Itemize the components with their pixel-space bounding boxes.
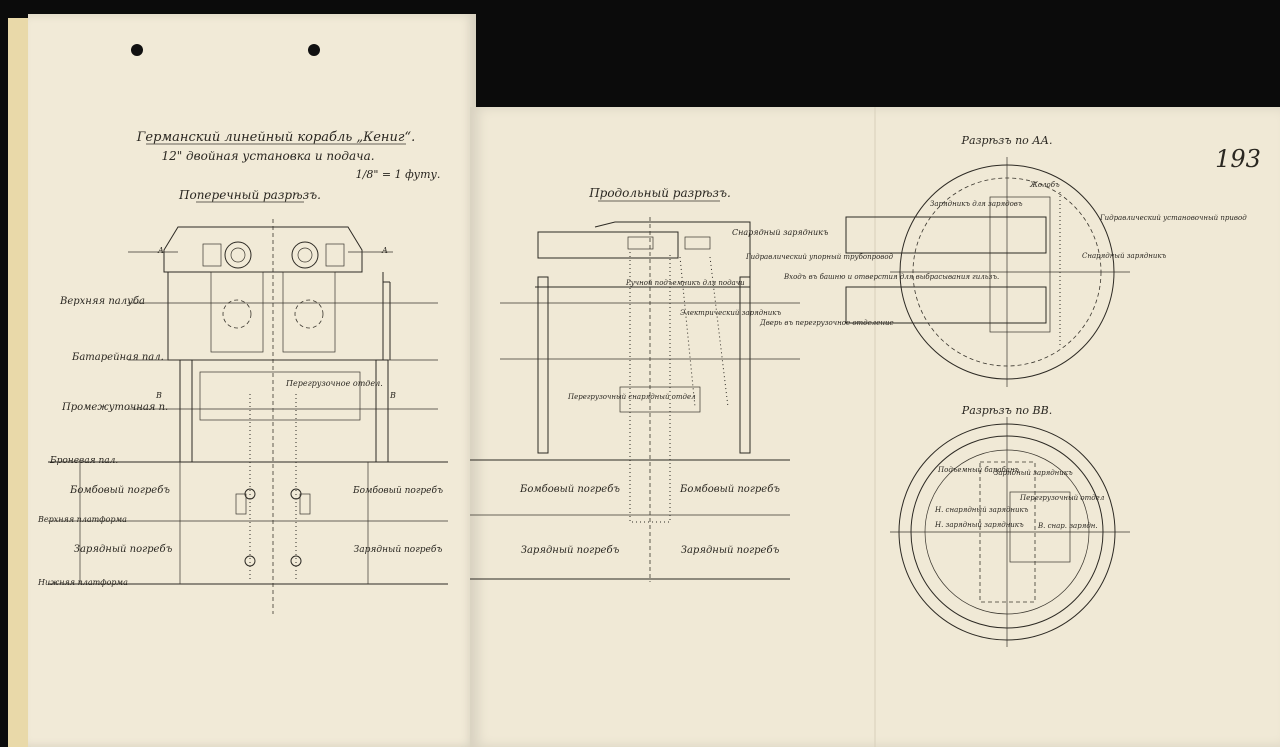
shell-room-long-left: Бомбовый погребъ bbox=[519, 484, 620, 495]
transfer-charge-label: Перегрузочный снарядный отдел bbox=[567, 393, 696, 401]
transfer-compartment: Перегрузочное отдел. bbox=[285, 379, 383, 388]
left-drawing-sheet: Германский линейный корабль „Кениг“. 12"… bbox=[28, 14, 476, 747]
bb-hoist-label: Подъемный барабанъ bbox=[937, 466, 1020, 474]
cross-section-drawing: Германский линейный корабль „Кениг“. 12"… bbox=[37, 44, 448, 614]
chute-label: Жолобъ bbox=[1029, 181, 1060, 189]
charge-room-left: Зарядный погребъ bbox=[74, 544, 173, 555]
turret-housing bbox=[163, 226, 363, 273]
charge-room-long-left: Зарядный погребъ bbox=[521, 545, 620, 556]
hydraulic-pipe-label: Гидравлический упорный трубопровод bbox=[745, 253, 894, 261]
shell-hoist-label: Снарядный зарядникъ bbox=[732, 228, 828, 237]
longitudinal-title: Продольный разрѣзъ. bbox=[588, 186, 731, 200]
label-upper-deck: Верхняя палуба bbox=[59, 296, 145, 307]
entry-note: Входъ въ башню и отверстия для выбрасыва… bbox=[783, 273, 999, 281]
bb-loader-label: Зарядный зарядникъ bbox=[994, 469, 1073, 477]
door-note: Дверь въ перегрузочное отделение bbox=[759, 319, 894, 327]
sheet-title: Германский линейный корабль „Кениг“. bbox=[136, 130, 415, 145]
section-mark-b-left: B bbox=[155, 391, 162, 400]
label-lower-platform: Нижняя платформа bbox=[37, 578, 128, 587]
punch-hole bbox=[131, 44, 143, 56]
punch-hole bbox=[308, 44, 320, 56]
section-bb-title: Разрѣзъ по ВВ. bbox=[961, 404, 1052, 417]
aa-loader-label: Зарядникъ для зарядовъ bbox=[930, 200, 1023, 208]
hydraulic-drive-label: Гидравлический установочный привод bbox=[1099, 214, 1247, 222]
page-number: 193 bbox=[1215, 145, 1261, 173]
longitudinal-and-plan-sections: 193 Продольный разрѣзъ. Снарядный зарядн… bbox=[470, 107, 1261, 747]
section-mark-b-right: B bbox=[389, 391, 396, 400]
cross-section-title: Поперечный разрѣзъ. bbox=[178, 188, 321, 202]
gun-barrel bbox=[537, 231, 679, 259]
sheet-subtitle: 12" двойная установка и подача. bbox=[161, 149, 374, 163]
scale-note: 1/8" = 1 футу. bbox=[356, 168, 441, 181]
barbette bbox=[167, 272, 384, 361]
gun-barrel-aa bbox=[845, 286, 1047, 324]
section-mark-a-left: A bbox=[157, 246, 164, 255]
shell-room-long-right: Бомбовый погребъ bbox=[679, 484, 780, 495]
charge-room-right: Зарядный погребъ bbox=[354, 544, 443, 555]
charge-room-long-right: Зарядный погребъ bbox=[681, 545, 780, 556]
bb-lower-charge-label: Н. зарядный зарядникъ bbox=[934, 521, 1024, 529]
shell-room-right: Бомбовый погребъ bbox=[352, 485, 443, 496]
gun-barrel-aa bbox=[845, 216, 1047, 254]
bb-transfer-label: Перегрузочный отдел bbox=[1019, 494, 1104, 502]
label-armored-deck: Броневая пал. bbox=[49, 456, 118, 466]
manual-hoist-label: Ручной подъемникъ для подачи bbox=[625, 279, 745, 287]
right-drawing-sheet: 193 Продольный разрѣзъ. Снарядный зарядн… bbox=[470, 107, 1280, 747]
electric-hoist-label: Электрический зарядникъ bbox=[680, 309, 781, 317]
shell-room-left: Бомбовый погребъ bbox=[69, 485, 170, 496]
bb-lower-shell-label: Н. снарядный зарядникъ bbox=[934, 506, 1029, 514]
label-upper-platform: Верхняя платформа bbox=[37, 515, 127, 524]
label-battery-deck: Батарейная пал. bbox=[71, 352, 164, 363]
label-middle-deck: Промежуточная п. bbox=[61, 402, 168, 413]
section-mark-a-right: A bbox=[381, 246, 388, 255]
aa-shell-loader-label: Снарядный зарядникъ bbox=[1082, 252, 1167, 260]
bb-shell-loader-label: В. снар. зарядн. bbox=[1037, 522, 1098, 530]
section-aa-title: Разрѣзъ по АА. bbox=[961, 134, 1053, 147]
